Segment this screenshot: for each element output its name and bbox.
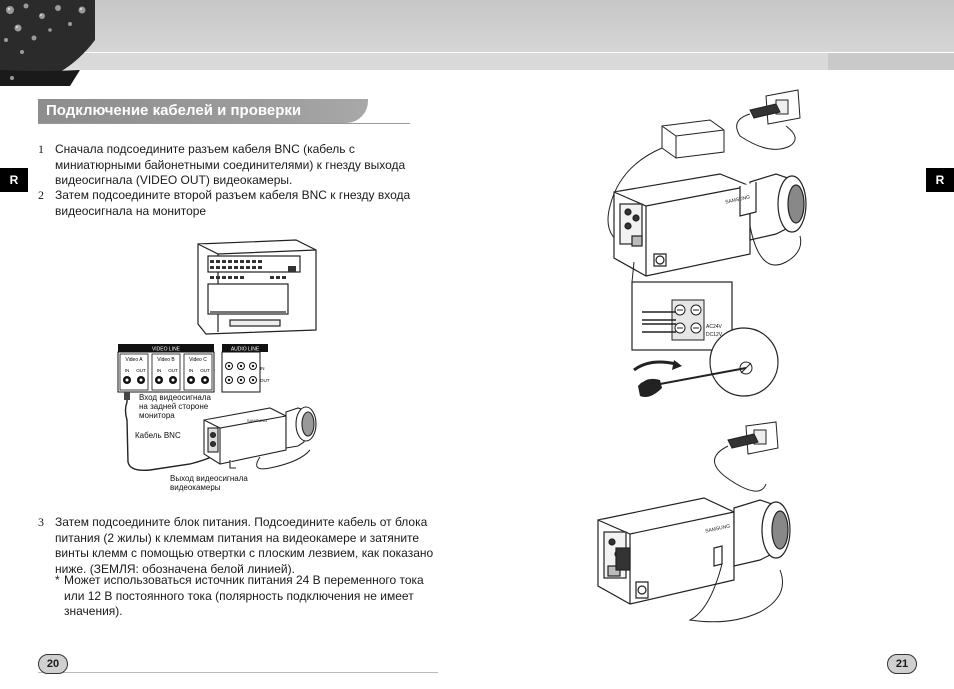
video-c-label: Video C [189, 357, 207, 363]
step-text-line: Сначала подсоедините разъем кабеля BNC (… [55, 142, 355, 156]
section-title-text: Подключение кабелей и проверки [46, 102, 302, 119]
bnc-cable [124, 392, 219, 472]
step-text-line: видеосигнала (VIDEO OUT) видеокамеры. [55, 173, 293, 187]
step-1: 1 Сначала подсоедините разъем кабеля BNC… [38, 142, 438, 190]
header-right-block [828, 53, 954, 70]
page-number-right: 21 [887, 654, 917, 674]
monitor-illustration [197, 239, 317, 335]
header-divider [80, 52, 954, 53]
step-number: 1 [38, 142, 44, 156]
voltage-ac-label: AC24V [706, 324, 723, 330]
audio-in-label: IN [260, 366, 265, 371]
note-text-line: значения). [64, 604, 123, 618]
camera-brand-label: SAMSUNG [247, 418, 267, 423]
step-text-line: миниатюрными байонетными соединителями) … [55, 157, 406, 172]
step-2: 2 Затем подсоедините второй разъем кабел… [38, 188, 438, 220]
label-monitor-input: Вход видеосигнала на задней стороне мони… [139, 393, 211, 420]
step-text-line: Затем подсоедините второй разъем кабеля … [55, 188, 411, 202]
video-b-label: Video B [157, 357, 175, 363]
step-number: 2 [38, 188, 44, 202]
note-text-line: Может использоваться источник питания 24… [64, 573, 424, 587]
wall-outlet [727, 421, 779, 455]
page-number-left: 20 [38, 654, 68, 674]
terminal-inset: AC24V DC12V [631, 261, 733, 351]
section-title-bar [38, 99, 368, 123]
header-subband [80, 53, 954, 70]
power-adapter [661, 119, 725, 159]
camera-body [597, 497, 791, 605]
in-label: IN [157, 368, 162, 373]
label-camera-output: Выход видеосигнала видеокамеры [170, 474, 248, 492]
in-label: IN [125, 368, 130, 373]
footer-rule-left [38, 672, 438, 673]
camera-illustration [203, 406, 317, 469]
camera-body [613, 173, 807, 277]
note-asterisk: * [55, 573, 60, 587]
audio-line-label: AUDIO LINE [231, 347, 260, 353]
out-label: OUT [168, 368, 178, 373]
step-text-line: видеосигнала на мониторе [55, 203, 207, 218]
screwdriver-icon [633, 360, 747, 397]
video-a-label: Video A [125, 357, 143, 363]
note-text-line: или 12 В постоянного тока (полярность по… [64, 588, 414, 603]
side-tab-right: R [926, 168, 954, 192]
power-connection-diagram: SAMSUNG AC24V DC12V [607, 89, 807, 397]
out-label: OUT [136, 368, 146, 373]
camera-connected-diagram: SAMSUNG [597, 421, 791, 623]
step-text-line: Затем подсоедините блок питания. Подсоед… [55, 515, 428, 529]
out-label: OUT [200, 368, 210, 373]
step-number: 3 [38, 515, 44, 529]
connector-panel: VIDEO LINE Video A Video B Video C IN OU… [117, 344, 270, 393]
label-bnc-cable: Кабель BNC [135, 431, 181, 440]
section-title: Подключение кабелей и проверки [38, 99, 410, 124]
side-tab-left: R [0, 168, 28, 192]
camera-brand-label: SAMSUNG [725, 194, 751, 205]
wall-outlet [749, 89, 801, 125]
voltage-dc-label: DC12V [706, 332, 723, 338]
camera-brand-label: SAMSUNG [705, 523, 731, 534]
video-line-label: VIDEO LINE [152, 347, 181, 353]
in-label: IN [189, 368, 194, 373]
step-3: 3 Затем подсоедините блок питания. Подсо… [38, 515, 448, 579]
step-text-line: винты клемм с помощью отвертки с плоским… [55, 546, 434, 560]
step-text-line: ниже. (ЗЕМЛЯ: обозначена белой линией). [55, 561, 295, 576]
monitor-connection-diagram: VIDEO LINE Video A Video B Video C IN OU… [117, 239, 317, 472]
section-title-rule [38, 123, 410, 124]
water-drops-decoration [0, 0, 95, 86]
audio-out-label: OUT [260, 378, 270, 383]
step-text-line: питания (2 жилы) к клеммам питания на ви… [55, 530, 420, 545]
